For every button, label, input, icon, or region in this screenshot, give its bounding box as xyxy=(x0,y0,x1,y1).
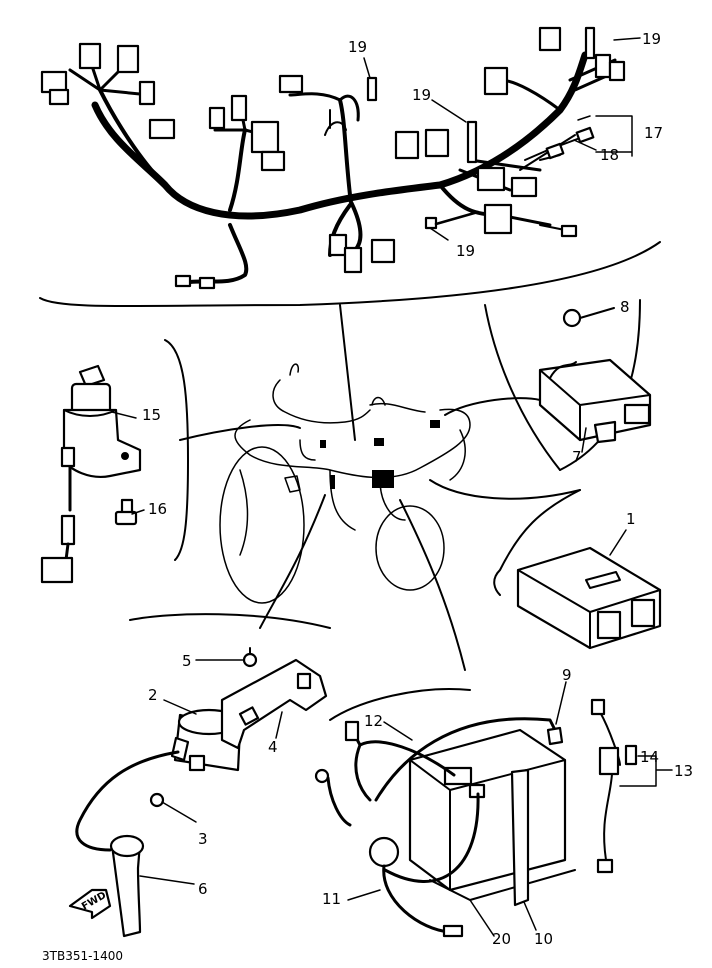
callout-17: 17 xyxy=(644,124,663,142)
main-switch xyxy=(40,364,142,584)
callout-18: 18 xyxy=(600,146,619,164)
rectifier-regulator xyxy=(538,358,652,444)
callout-14: 14 xyxy=(640,748,659,766)
callout-19-lower: 19 xyxy=(456,242,475,260)
callout-boundary-lines xyxy=(39,241,661,721)
motorcycle-outline xyxy=(219,363,471,604)
battery-leads xyxy=(314,717,564,938)
callout-19-top-right: 19 xyxy=(642,30,661,48)
callout-13: 13 xyxy=(674,762,693,780)
callout-numbers: 19 19 19 17 18 19 8 15 7 16 1 5 9 2 12 4… xyxy=(142,30,693,948)
callout-12: 12 xyxy=(364,712,383,730)
callout-19-mid: 19 xyxy=(412,86,431,104)
bolt-16 xyxy=(114,498,138,526)
spark-plug-cap xyxy=(109,834,145,938)
callout-4: 4 xyxy=(268,738,278,756)
callout-6: 6 xyxy=(198,880,208,898)
callout-20: 20 xyxy=(492,930,511,948)
callout-19-center: 19 xyxy=(348,38,367,56)
callout-leaders xyxy=(111,37,673,937)
leader-lines xyxy=(179,304,581,671)
fwd-arrow: FWD xyxy=(68,888,112,920)
starter-relay xyxy=(590,698,638,874)
callout-15: 15 xyxy=(142,406,161,424)
callout-2: 2 xyxy=(148,686,158,704)
drawing-code: 3TB351-1400 xyxy=(42,949,123,963)
battery xyxy=(408,728,576,907)
callout-8: 8 xyxy=(620,298,630,316)
ignition-coil xyxy=(75,708,242,852)
wire-harness xyxy=(40,26,626,290)
callout-9: 9 xyxy=(562,666,572,684)
callout-16: 16 xyxy=(148,500,167,518)
callout-11: 11 xyxy=(322,890,341,908)
callout-5: 5 xyxy=(182,652,192,670)
bolt-8 xyxy=(562,307,615,328)
callout-10: 10 xyxy=(534,930,553,948)
callout-1: 1 xyxy=(626,510,636,528)
callout-3: 3 xyxy=(198,830,208,848)
coil-bracket xyxy=(149,647,328,808)
cdi-unit xyxy=(516,546,662,650)
callout-7: 7 xyxy=(572,448,582,466)
